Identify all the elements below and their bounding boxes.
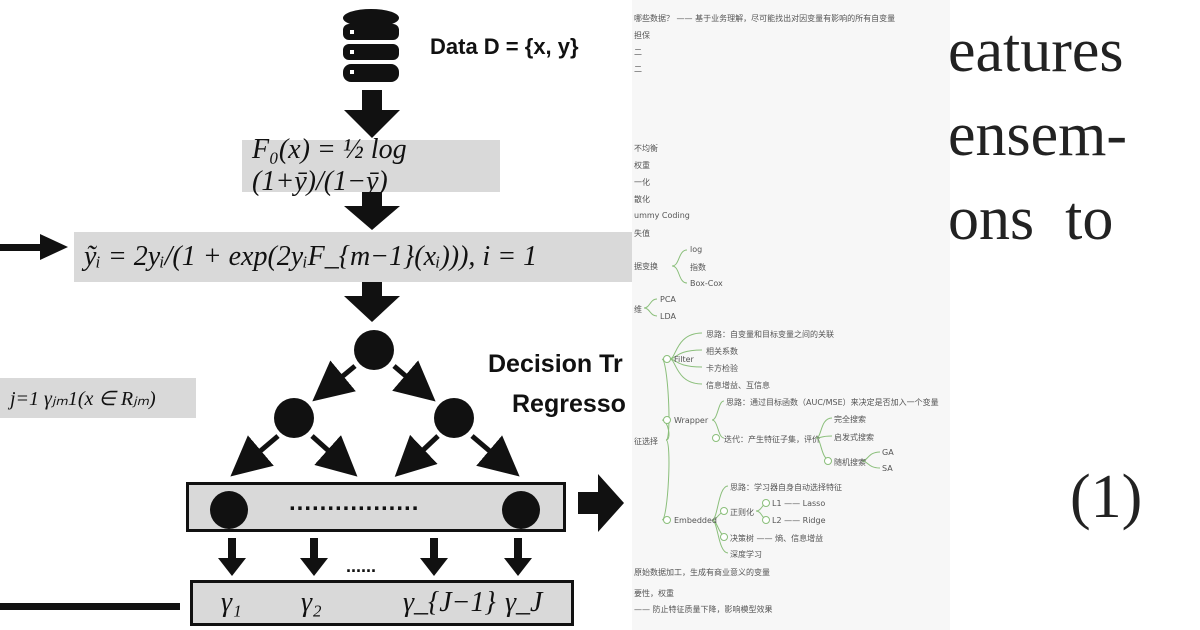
tree-node — [274, 398, 314, 438]
down-arrow-icon — [344, 282, 400, 322]
mindmap-item: —— 防止特征质量下降，影响模型效果 — [634, 605, 773, 614]
mindmap-item: 担保 — [634, 31, 650, 40]
mindmap-item: LDA — [660, 312, 676, 321]
down-arrow-icon — [420, 538, 448, 576]
mindmap-item: L2 —— Ridge — [772, 516, 826, 525]
mindmap-item: ummy Coding — [634, 211, 690, 220]
mindmap-connectors — [643, 249, 881, 554]
mindmap-item: 征选择 — [634, 437, 658, 446]
mindmap-item: 指数 — [690, 263, 706, 272]
mindmap-item: 失值 — [634, 229, 650, 238]
mindmap-item: 相关系数 — [706, 347, 738, 356]
leaf-node — [502, 491, 540, 529]
decision-tree — [230, 330, 520, 477]
gamma-1: γ₁ — [221, 587, 242, 618]
mindmap-item: 二 — [634, 48, 642, 57]
right-arrow-icon — [0, 234, 68, 260]
paper-line: ons to — [950, 185, 1114, 253]
leaf-node — [210, 491, 248, 529]
mindmap-item: 散化 — [634, 195, 650, 204]
ytilde-formula-box: ỹᵢ = 2yᵢ/(1 + exp(2yᵢF_{m−1}(xᵢ))), i = … — [74, 232, 640, 282]
bottom-connector-line — [0, 603, 180, 610]
gbdt-diagram-panel: Data D = {x, y} F₀(x) = ½ log (1+ȳ)/(1−ȳ… — [0, 9, 640, 626]
equation-number: (1) — [1070, 463, 1143, 531]
mindmap-item: 深度学习 — [730, 550, 762, 559]
regressor-label: Regresso — [512, 390, 626, 418]
mindmap-item: 卡方检验 — [706, 364, 738, 373]
gamma-box: γ₁ γ₂ γ_{J−1} γ_J — [190, 580, 574, 626]
mindmap-item: 权重 — [634, 161, 650, 170]
tree-root-node — [354, 330, 394, 370]
mindmap-item: log — [690, 245, 703, 254]
gamma-j-minus-1: γ_{J−1} — [403, 587, 496, 618]
mindmap-item: 一化 — [634, 178, 650, 187]
mindmap-item: 正则化 — [730, 508, 754, 517]
mindmap-item: 据变换 — [634, 262, 658, 271]
mindmap-item: 思路：通过目标函数（AUC/MSE）来决定是否加入一个变量 — [726, 398, 939, 407]
database-icon — [343, 9, 399, 82]
paper-line: eatures — [950, 17, 1124, 85]
down-arrow-icon — [504, 538, 532, 576]
gamma-2: γ₂ — [301, 587, 322, 618]
paper-panel: eatures ensem- ons to (1) — [950, 0, 1200, 630]
leaf-box: ................. — [186, 482, 566, 532]
mindmap-item: Box-Cox — [690, 279, 723, 288]
mindmap-item: 决策树 —— 熵、信息增益 — [730, 534, 824, 543]
down-arrow-icon — [344, 90, 400, 138]
left-partial-formula: j=1 γⱼₘ1(x ∈ Rⱼₘ) — [10, 387, 156, 410]
mindmap-item: GA — [882, 448, 894, 457]
mindmap-item: 启发式搜索 — [834, 433, 874, 442]
paper-line: ensem- — [950, 101, 1128, 169]
down-arrow-icon — [344, 192, 400, 230]
mindmap-item: 二 — [634, 65, 642, 74]
mindmap-item: 维 — [634, 305, 642, 314]
mindmap-item: PCA — [660, 295, 676, 304]
decision-tree-label: Decision Tr — [488, 350, 623, 378]
mindmap-item: Wrapper — [674, 416, 709, 425]
data-label: Data D = {x, y} — [430, 34, 579, 59]
mindmap-item: Embedded — [674, 516, 718, 525]
mindmap-item: 不均衡 — [634, 144, 658, 153]
mindmap-item: 随机搜索 — [834, 458, 866, 467]
down-arrow-icon — [218, 538, 246, 576]
mindmap-item: Filter — [674, 355, 694, 364]
left-partial-formula-box: j=1 γⱼₘ1(x ∈ Rⱼₘ) — [0, 378, 196, 418]
mindmap-item: 原始数据加工，生成有商业意义的变量 — [634, 568, 770, 577]
leaf-dots: ................. — [289, 489, 420, 516]
tree-node — [434, 398, 474, 438]
down-arrow-icon — [300, 538, 328, 576]
ytilde-formula: ỹᵢ = 2yᵢ/(1 + exp(2yᵢF_{m−1}(xᵢ))), i = … — [84, 241, 538, 272]
mindmap-item: 哪些数据？ —— 基于业务理解，尽可能找出对因变量有影响的所有自变量 — [634, 14, 896, 23]
mindmap-item: L1 —— Lasso — [772, 499, 826, 508]
f0-formula: F₀(x) = ½ log (1+ȳ)/(1−ȳ) — [252, 134, 407, 197]
mindmap-item: SA — [882, 464, 893, 473]
mindmap-item: 完全搜索 — [834, 415, 866, 424]
mindmap-item: 要性，权重 — [634, 589, 674, 598]
mindmap-panel: 哪些数据？ —— 基于业务理解，尽可能找出对因变量有影响的所有自变量 担保 二 … — [632, 0, 950, 630]
f0-formula-box: F₀(x) = ½ log (1+ȳ)/(1−ȳ) — [242, 134, 500, 197]
mindmap-item: 迭代：产生特征子集，评价 — [724, 435, 820, 444]
mindmap-item: 思路：学习器自身自动选择特征 — [730, 483, 842, 492]
mindmap-item: 思路：自变量和目标变量之间的关联 — [706, 330, 834, 339]
right-arrow-icon — [578, 474, 624, 532]
mindmap-item: 信息增益、互信息 — [706, 381, 770, 390]
gamma-dots: ...... — [346, 556, 377, 576]
gamma-j: γ_J — [505, 587, 543, 618]
